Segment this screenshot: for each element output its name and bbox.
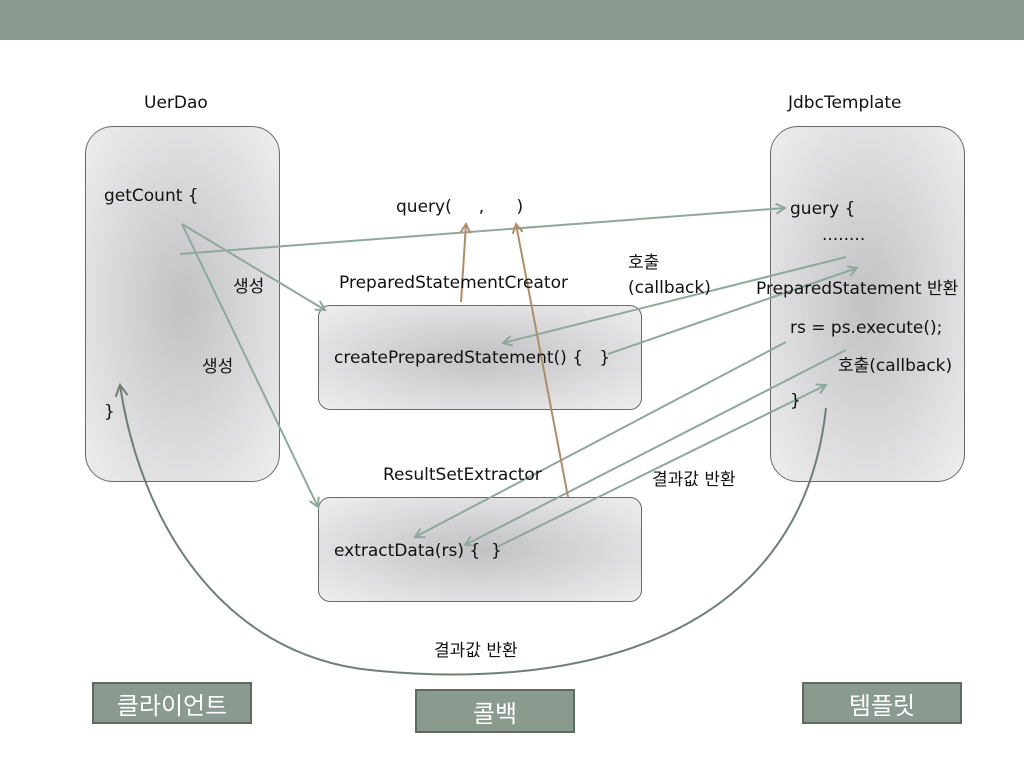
top-banner xyxy=(0,0,1024,40)
arrow-rse-returns-result xyxy=(496,385,826,548)
query-end-brace: } xyxy=(790,391,801,411)
result-set-extractor-box xyxy=(318,497,642,602)
psc-title: PreparedStatementCreator xyxy=(339,273,568,293)
rse-method: extractData(rs) { } xyxy=(334,541,502,561)
arrow-create-rse xyxy=(181,223,318,507)
result-return-bottom-label: 결과값 반환 xyxy=(434,641,518,661)
userdao-title: UerDao xyxy=(144,93,208,113)
query-method-code: guery { xyxy=(790,199,856,219)
rse-title: ResultSetExtractor xyxy=(383,465,542,485)
callback-label-en: (callback) xyxy=(628,278,711,298)
userdao-panel xyxy=(85,126,280,482)
client-tag: 클라이언트 xyxy=(92,682,252,724)
getcount-end-brace: } xyxy=(104,402,115,422)
arrow-psc-into-query xyxy=(461,224,466,303)
callback-call-code: 호출(callback) xyxy=(838,356,953,376)
callback-tag: 콜백 xyxy=(415,689,575,733)
result-return-label: 결과값 반환 xyxy=(652,470,736,490)
arrow-template-calls-rse-a xyxy=(415,341,787,537)
create-label-1: 생성 xyxy=(233,277,265,297)
query-call: query( , ) xyxy=(396,197,524,217)
arrow-template-calls-psc xyxy=(503,256,847,343)
arrow-getcount-to-query xyxy=(179,208,785,255)
execute-code: rs = ps.execute(); xyxy=(790,318,943,338)
arrow-rse-into-query xyxy=(516,224,569,498)
prepared-statement-return: PreparedStatement 반환 xyxy=(756,279,959,299)
psc-method: createPreparedStatement() { } xyxy=(334,348,611,368)
ellipsis-code: ........ xyxy=(822,225,866,245)
arrow-result-back-to-client xyxy=(120,385,827,676)
jdbctemplate-panel xyxy=(770,126,965,482)
getcount-code: getCount { xyxy=(104,186,199,206)
arrow-template-calls-rse-b xyxy=(465,349,847,545)
jdbctemplate-title: JdbcTemplate xyxy=(788,93,902,113)
callback-label-kr: 호출 xyxy=(628,253,660,273)
arrow-psc-returns-statement xyxy=(607,268,857,355)
arrow-create-psc xyxy=(181,223,325,310)
create-label-2: 생성 xyxy=(202,357,234,377)
template-tag: 템플릿 xyxy=(802,682,962,724)
